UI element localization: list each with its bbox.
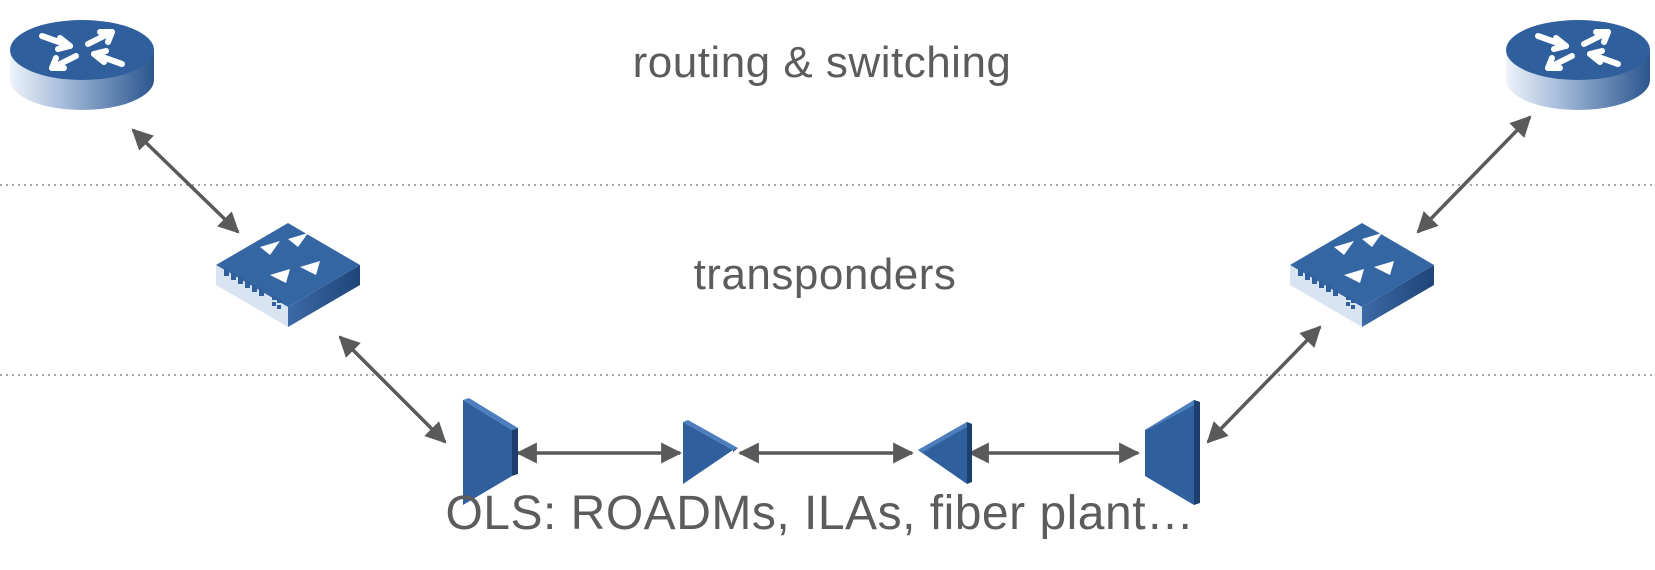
transponder-icon — [216, 223, 360, 327]
layer-label-routing-switching: routing & switching — [632, 38, 1012, 87]
roadm-icon — [1145, 400, 1200, 505]
arrow-transponder-left-to-roadm-left — [338, 335, 447, 444]
arrow-roadm-right-to-transponder-right — [1206, 325, 1322, 444]
layer-label-transponders: transponders — [693, 250, 957, 299]
arrow-router-left-to-transponder-left — [131, 128, 240, 234]
arrow-transponder-right-to-router-right — [1416, 115, 1532, 234]
amplifier-icon — [918, 422, 972, 484]
roadm-icon — [463, 398, 518, 505]
layer-label-ols: OLS: ROADMs, ILAs, fiber plant… — [445, 487, 1195, 540]
connection-arrows — [131, 115, 1532, 464]
router-icon — [1506, 20, 1650, 110]
router-icon — [10, 20, 154, 110]
transponder-icon — [1290, 223, 1434, 327]
amplifier-icon — [683, 420, 738, 484]
